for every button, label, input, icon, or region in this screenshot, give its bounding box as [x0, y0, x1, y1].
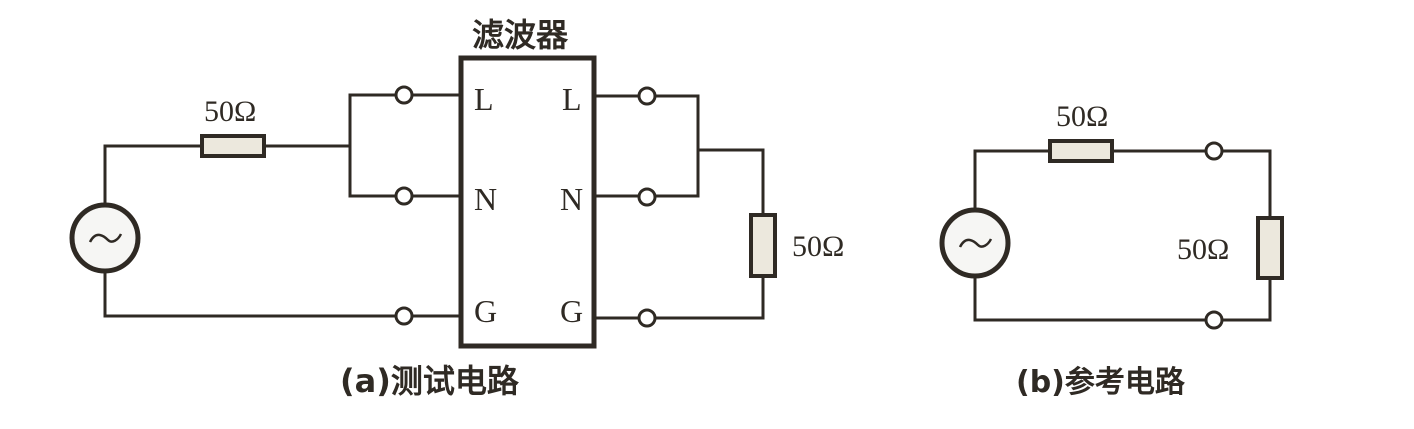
terminal-icon [1204, 141, 1224, 161]
port-right-g: G [560, 293, 583, 329]
test-circuit-wires [103, 93, 765, 320]
terminal-icon [637, 86, 657, 106]
port-left-n: N [474, 181, 497, 217]
terminal-icons-a [394, 85, 657, 328]
terminal-icon [394, 85, 414, 105]
reference-circuit: 50Ω 50Ω (b)参考电路 [939, 100, 1284, 400]
ac-source-icon [939, 207, 1011, 279]
port-right-l: L [562, 81, 582, 117]
terminal-icon [394, 306, 414, 326]
port-left-g: G [474, 293, 497, 329]
source-resistor-b: 50Ω [1048, 100, 1114, 163]
load-resistor-a-label: 50Ω [792, 230, 844, 263]
terminal-icon [637, 187, 657, 207]
port-left-l: L [474, 81, 494, 117]
source-resistor-a-label: 50Ω [204, 95, 256, 128]
load-resistor-b: 50Ω [1177, 216, 1284, 280]
caption-a: (a)测试电路 [340, 362, 520, 400]
port-right-n: N [560, 181, 583, 217]
terminal-icon [394, 186, 414, 206]
test-circuit: 50Ω 滤波器 L N G L N G 50Ω (a)测试电路 [69, 16, 844, 400]
terminal-icon [637, 308, 657, 328]
terminal-icons-b [1204, 141, 1224, 330]
source-resistor-a: 50Ω [200, 95, 266, 158]
filter-title: 滤波器 [472, 16, 569, 54]
ac-source-icon [69, 202, 141, 274]
caption-b: (b)参考电路 [1016, 365, 1186, 400]
reference-circuit-wires [973, 149, 1272, 322]
load-resistor-a: 50Ω [749, 213, 844, 278]
source-resistor-b-label: 50Ω [1056, 100, 1108, 133]
load-resistor-b-label: 50Ω [1177, 233, 1229, 266]
filter-block: 滤波器 L N G L N G [458, 16, 597, 349]
terminal-icon [1204, 310, 1224, 330]
